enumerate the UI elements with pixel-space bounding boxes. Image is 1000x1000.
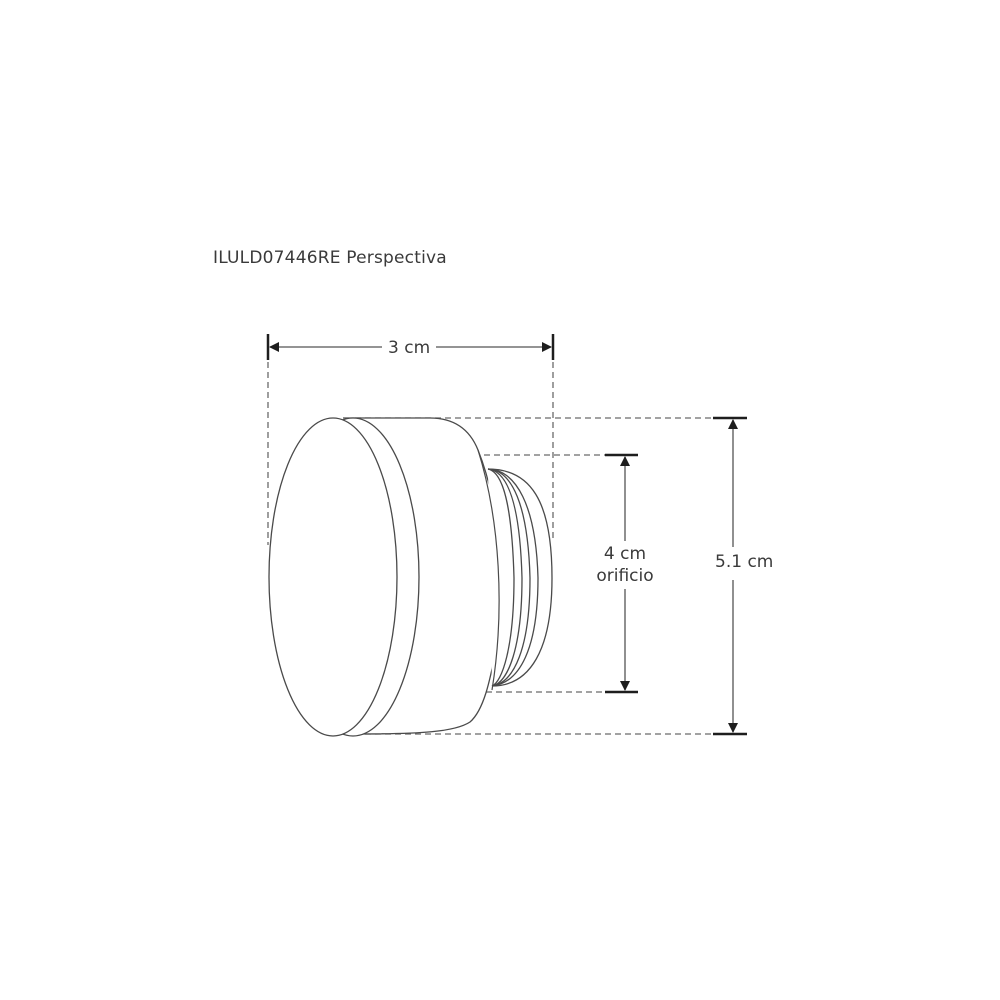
orifice-value: 4 cm	[603, 544, 647, 564]
height-dimension	[713, 416, 747, 736]
orifice-dimension-label: 4 cm orificio	[588, 541, 662, 589]
width-dimension-label: 3 cm	[382, 337, 437, 359]
orifice-note: orificio	[596, 566, 654, 586]
extension-lines	[267, 352, 713, 735]
knob-neck	[487, 468, 553, 687]
height-dimension-label: 5.1 cm	[713, 547, 776, 577]
knob-front-face	[268, 417, 398, 737]
knob-outline	[268, 417, 553, 737]
drawing-title: ILULD07446RE Perspectiva	[213, 248, 447, 268]
